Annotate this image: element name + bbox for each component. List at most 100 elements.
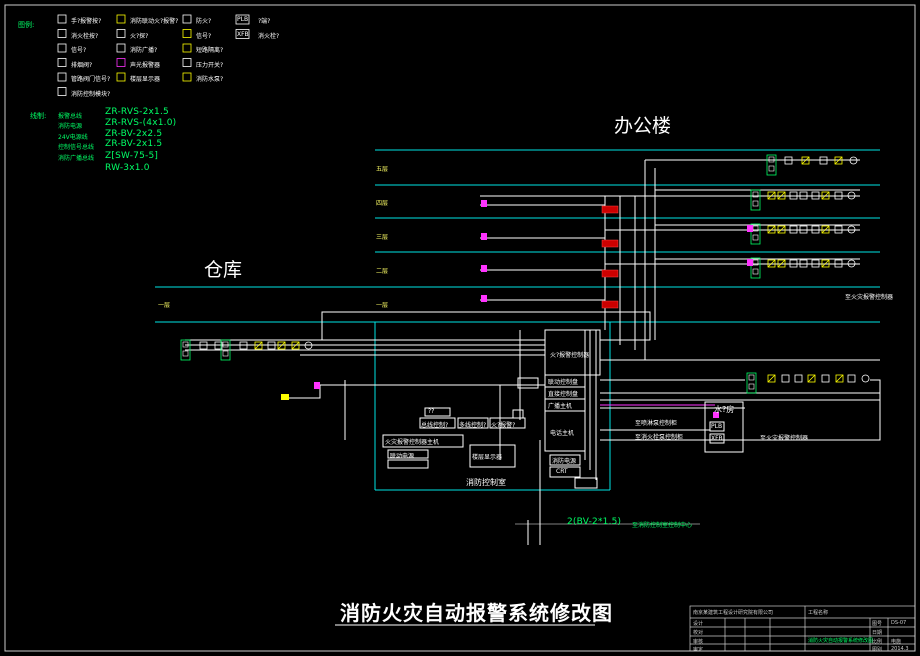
office-building-label: 办公楼	[614, 115, 672, 137]
floor-tag: 四层	[376, 200, 389, 207]
pump-code: XFB	[711, 435, 723, 442]
legend-item-label: 信号?	[71, 47, 87, 54]
legend-item-label: ?端?	[258, 18, 271, 25]
detector-symbol	[777, 259, 786, 268]
legend-icon	[182, 72, 192, 82]
title-block-field: 校对	[693, 630, 704, 636]
legend-icon	[57, 14, 67, 24]
ctrl-label: ??	[428, 408, 435, 415]
detector-mark	[767, 259, 776, 268]
legend-icon	[182, 29, 192, 38]
legend-item-label: 信号?	[196, 32, 212, 40]
detector-mark	[291, 341, 300, 350]
detector-mark	[277, 341, 286, 350]
cable-note-suffix: 至消防控制室控制中心	[632, 522, 693, 529]
device-symbol	[799, 259, 808, 268]
title-block-field: 审核	[693, 639, 704, 645]
title-block-value: 电施	[891, 639, 902, 645]
device-symbol	[811, 259, 820, 268]
detector-symbol	[277, 341, 286, 350]
device-symbol	[199, 341, 208, 350]
legend-icon	[182, 43, 192, 53]
detector-symbol	[834, 156, 843, 165]
warehouse-label: 仓库	[204, 259, 243, 281]
wiring-spec: ZR-BV-2x1.5	[105, 139, 163, 149]
legend-icon	[182, 14, 192, 24]
wiring-name: 消防广播总线	[58, 155, 95, 162]
detector-symbol	[801, 156, 810, 165]
module-symbol	[768, 156, 775, 163]
detector-mark	[767, 374, 776, 383]
device-symbol	[789, 191, 798, 200]
pump-line-label: 至消火栓泵控制柜	[635, 434, 684, 441]
title-block-value: 2014.3	[891, 646, 909, 652]
title-block-field: 设计	[693, 621, 704, 627]
detector-mark	[834, 156, 843, 165]
legend-item-label: 短路隔离?	[196, 47, 224, 54]
detector-mark	[821, 259, 830, 268]
hydrant-symbol	[304, 341, 313, 350]
pump-room	[704, 401, 744, 453]
legend-icon	[57, 87, 67, 96]
floor-tag: 一层	[376, 302, 389, 309]
detector-mark	[777, 191, 786, 200]
office-device-rows	[750, 154, 858, 279]
detector-symbol	[835, 374, 844, 383]
title-block-company: 南京某建筑工程设计研究院有限公司	[693, 610, 774, 616]
device-symbol	[799, 225, 808, 234]
wiring-spec: ZR-BV-2x2.5	[105, 129, 163, 139]
wiring-spec: Z[SW-75-5]	[105, 151, 159, 161]
wiring-name: 24V电源线	[58, 134, 88, 141]
title-block-field: 图号	[872, 621, 883, 627]
module-label: 广播主机	[548, 403, 573, 410]
module-label: 电话主机	[550, 430, 575, 437]
device-symbol	[819, 156, 828, 165]
legend-icon	[116, 43, 126, 53]
module-box	[766, 154, 777, 176]
host-controller-label: 火?报警控制器	[550, 352, 590, 359]
warehouse-buses	[185, 311, 881, 460]
legend-item-label: 管路阀门信号?	[71, 76, 111, 83]
title-block	[689, 605, 916, 652]
module-symbol	[752, 191, 759, 198]
module-box	[220, 339, 231, 361]
pump-code: PLB	[711, 423, 723, 430]
office-floor-lines	[155, 149, 880, 491]
legend-item-label: 手?报警按?	[71, 18, 102, 25]
detector-mark	[821, 225, 830, 234]
legend-icon	[57, 58, 67, 67]
hydrant-symbol	[849, 156, 858, 165]
ctrl-label: 火灾报警控制器主机	[385, 439, 440, 446]
wiring-spec: ZR-RVS-(4x1.0)	[105, 118, 177, 128]
detector-mark	[254, 341, 263, 350]
module-box	[750, 189, 761, 211]
yellow-module	[281, 394, 289, 400]
wiring-name: 消防电源	[58, 123, 83, 130]
ctrl-label: 总线控制?	[421, 422, 449, 429]
legend-item-label: 消火栓?	[258, 32, 280, 40]
device-symbol	[794, 374, 803, 383]
legend-icon	[57, 72, 67, 82]
detector-symbol	[767, 191, 776, 200]
pump-line-label: 至喷淋泵控制柜	[635, 420, 678, 427]
module-symbol	[768, 165, 775, 172]
legend-icon	[57, 29, 67, 38]
legend-icon	[116, 14, 126, 24]
drawing-title: 消防火灾自动报警系统修改图	[340, 601, 613, 625]
detector-symbol	[821, 191, 830, 200]
detector-symbol	[767, 259, 776, 268]
legend-icon	[182, 58, 192, 67]
module-box	[750, 257, 761, 279]
detector-mark	[835, 374, 844, 383]
detector-mark	[767, 191, 776, 200]
module-symbol	[752, 234, 759, 241]
floor-tag: 五层	[376, 166, 389, 173]
module-box	[180, 339, 191, 361]
detector-mark	[767, 225, 776, 234]
title-block-field: 图别	[872, 647, 883, 653]
legend-item-label: 压力开关?	[196, 61, 224, 69]
module-box	[746, 372, 757, 394]
title-block-value: DS-07	[891, 620, 907, 626]
hydrant-symbol	[861, 374, 870, 383]
